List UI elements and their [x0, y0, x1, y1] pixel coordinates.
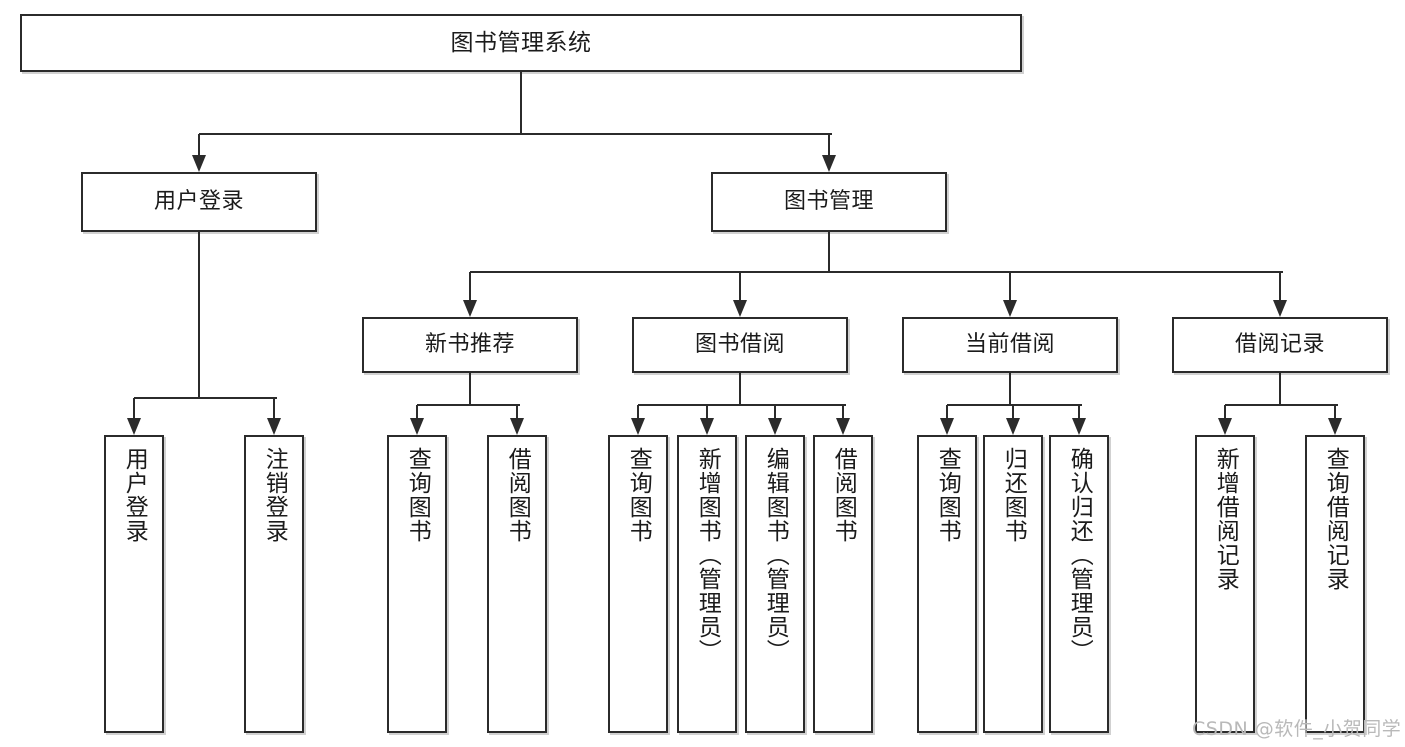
connector-drop: [738, 272, 742, 300]
arrow-head-icon: [1327, 418, 1342, 435]
node-label: 借阅图书: [830, 447, 857, 543]
connector-drop: [827, 134, 831, 155]
connector-stem: [1278, 373, 1282, 405]
arrow-head-icon: [409, 418, 424, 435]
node-label: 查询图书: [934, 447, 961, 543]
node-label: 新增图书（管理员）: [694, 447, 721, 663]
node-label: 当前借阅: [964, 332, 1055, 358]
node-user-login[interactable]: 用户登录: [81, 172, 317, 232]
connector-drop: [1223, 405, 1227, 418]
arrow-head-icon: [732, 300, 747, 317]
csdn-watermark: CSDN @软件_小贺同学: [1192, 718, 1402, 740]
arrow-head-icon: [191, 155, 206, 172]
arrow-head-icon: [462, 300, 477, 317]
connector-bus: [470, 270, 1283, 274]
leaf-logout[interactable]: 注销登录: [244, 435, 304, 733]
arrow-head-icon: [835, 418, 850, 435]
node-label: 借阅图书: [504, 447, 531, 543]
node-label: 查询借阅记录: [1322, 447, 1349, 591]
connector-bus: [638, 403, 846, 407]
connector-drop: [468, 272, 472, 300]
node-label: 编辑图书（管理员）: [762, 447, 789, 663]
leaf-query-borrow-record[interactable]: 查询借阅记录: [1305, 435, 1365, 733]
arrow-head-icon: [509, 418, 524, 435]
connector-stem: [468, 373, 472, 405]
connector-drop: [1008, 272, 1012, 300]
connector-stem: [1008, 373, 1012, 405]
leaf-query-book-borrow[interactable]: 查询图书: [608, 435, 668, 733]
node-label: 新书推荐: [424, 332, 515, 358]
arrow-head-icon: [1272, 300, 1287, 317]
node-label: 图书管理: [783, 189, 874, 215]
node-new-book-recommend[interactable]: 新书推荐: [362, 317, 578, 373]
leaf-query-book-recommend[interactable]: 查询图书: [387, 435, 447, 733]
node-label: 用户登录: [121, 447, 148, 543]
leaf-return-book[interactable]: 归还图书: [983, 435, 1043, 733]
node-book-management[interactable]: 图书管理: [711, 172, 947, 232]
connector-stem: [519, 72, 523, 134]
arrow-head-icon: [939, 418, 954, 435]
connector-drop: [1333, 405, 1337, 418]
node-label: 图书借阅: [694, 332, 785, 358]
connector-drop: [945, 405, 949, 418]
arrow-head-icon: [1071, 418, 1086, 435]
leaf-query-book-current[interactable]: 查询图书: [917, 435, 977, 733]
connector-drop: [132, 398, 136, 418]
arrow-head-icon: [1217, 418, 1232, 435]
node-label: 新增借阅记录: [1212, 447, 1239, 591]
connector-bus: [417, 403, 520, 407]
node-label: 查询图书: [404, 447, 431, 543]
connector-drop: [636, 405, 640, 418]
leaf-add-borrow-record[interactable]: 新增借阅记录: [1195, 435, 1255, 733]
connector-drop: [841, 405, 845, 418]
connector-drop: [272, 398, 276, 418]
node-label: 图书管理系统: [450, 29, 592, 56]
arrow-head-icon: [767, 418, 782, 435]
connector-stem: [827, 232, 831, 272]
connector-drop: [773, 405, 777, 418]
node-current-borrow[interactable]: 当前借阅: [902, 317, 1118, 373]
connector-bus: [134, 396, 277, 400]
leaf-user-login[interactable]: 用户登录: [104, 435, 164, 733]
node-label: 查询图书: [625, 447, 652, 543]
arrow-head-icon: [821, 155, 836, 172]
connector-drop: [1011, 405, 1015, 418]
node-label: 借阅记录: [1234, 332, 1325, 358]
node-root[interactable]: 图书管理系统: [20, 14, 1022, 72]
node-label: 注销登录: [261, 447, 288, 543]
connector-stem: [738, 373, 742, 405]
leaf-borrow-book[interactable]: 借阅图书: [813, 435, 873, 733]
connector-bus: [947, 403, 1082, 407]
leaf-add-book-admin[interactable]: 新增图书（管理员）: [677, 435, 737, 733]
leaf-edit-book-admin[interactable]: 编辑图书（管理员）: [745, 435, 805, 733]
arrow-head-icon: [1002, 300, 1017, 317]
connector-drop: [515, 405, 519, 418]
arrow-head-icon: [630, 418, 645, 435]
connector-stem: [197, 232, 201, 398]
leaf-borrow-book-recommend[interactable]: 借阅图书: [487, 435, 547, 733]
arrow-head-icon: [266, 418, 281, 435]
connector-drop: [1077, 405, 1081, 418]
node-label: 用户登录: [153, 189, 244, 215]
connector-bus: [1225, 403, 1338, 407]
connector-drop: [415, 405, 419, 418]
connector-bus: [199, 132, 832, 136]
arrow-head-icon: [699, 418, 714, 435]
connector-drop: [705, 405, 709, 418]
node-borrow-record[interactable]: 借阅记录: [1172, 317, 1388, 373]
connector-drop: [197, 134, 201, 155]
node-book-borrow[interactable]: 图书借阅: [632, 317, 848, 373]
node-label: 确认归还（管理员）: [1066, 447, 1093, 663]
node-label: 归还图书: [1000, 447, 1027, 543]
arrow-head-icon: [1005, 418, 1020, 435]
connector-drop: [1278, 272, 1282, 300]
arrow-head-icon: [126, 418, 141, 435]
leaf-confirm-return-admin[interactable]: 确认归还（管理员）: [1049, 435, 1109, 733]
